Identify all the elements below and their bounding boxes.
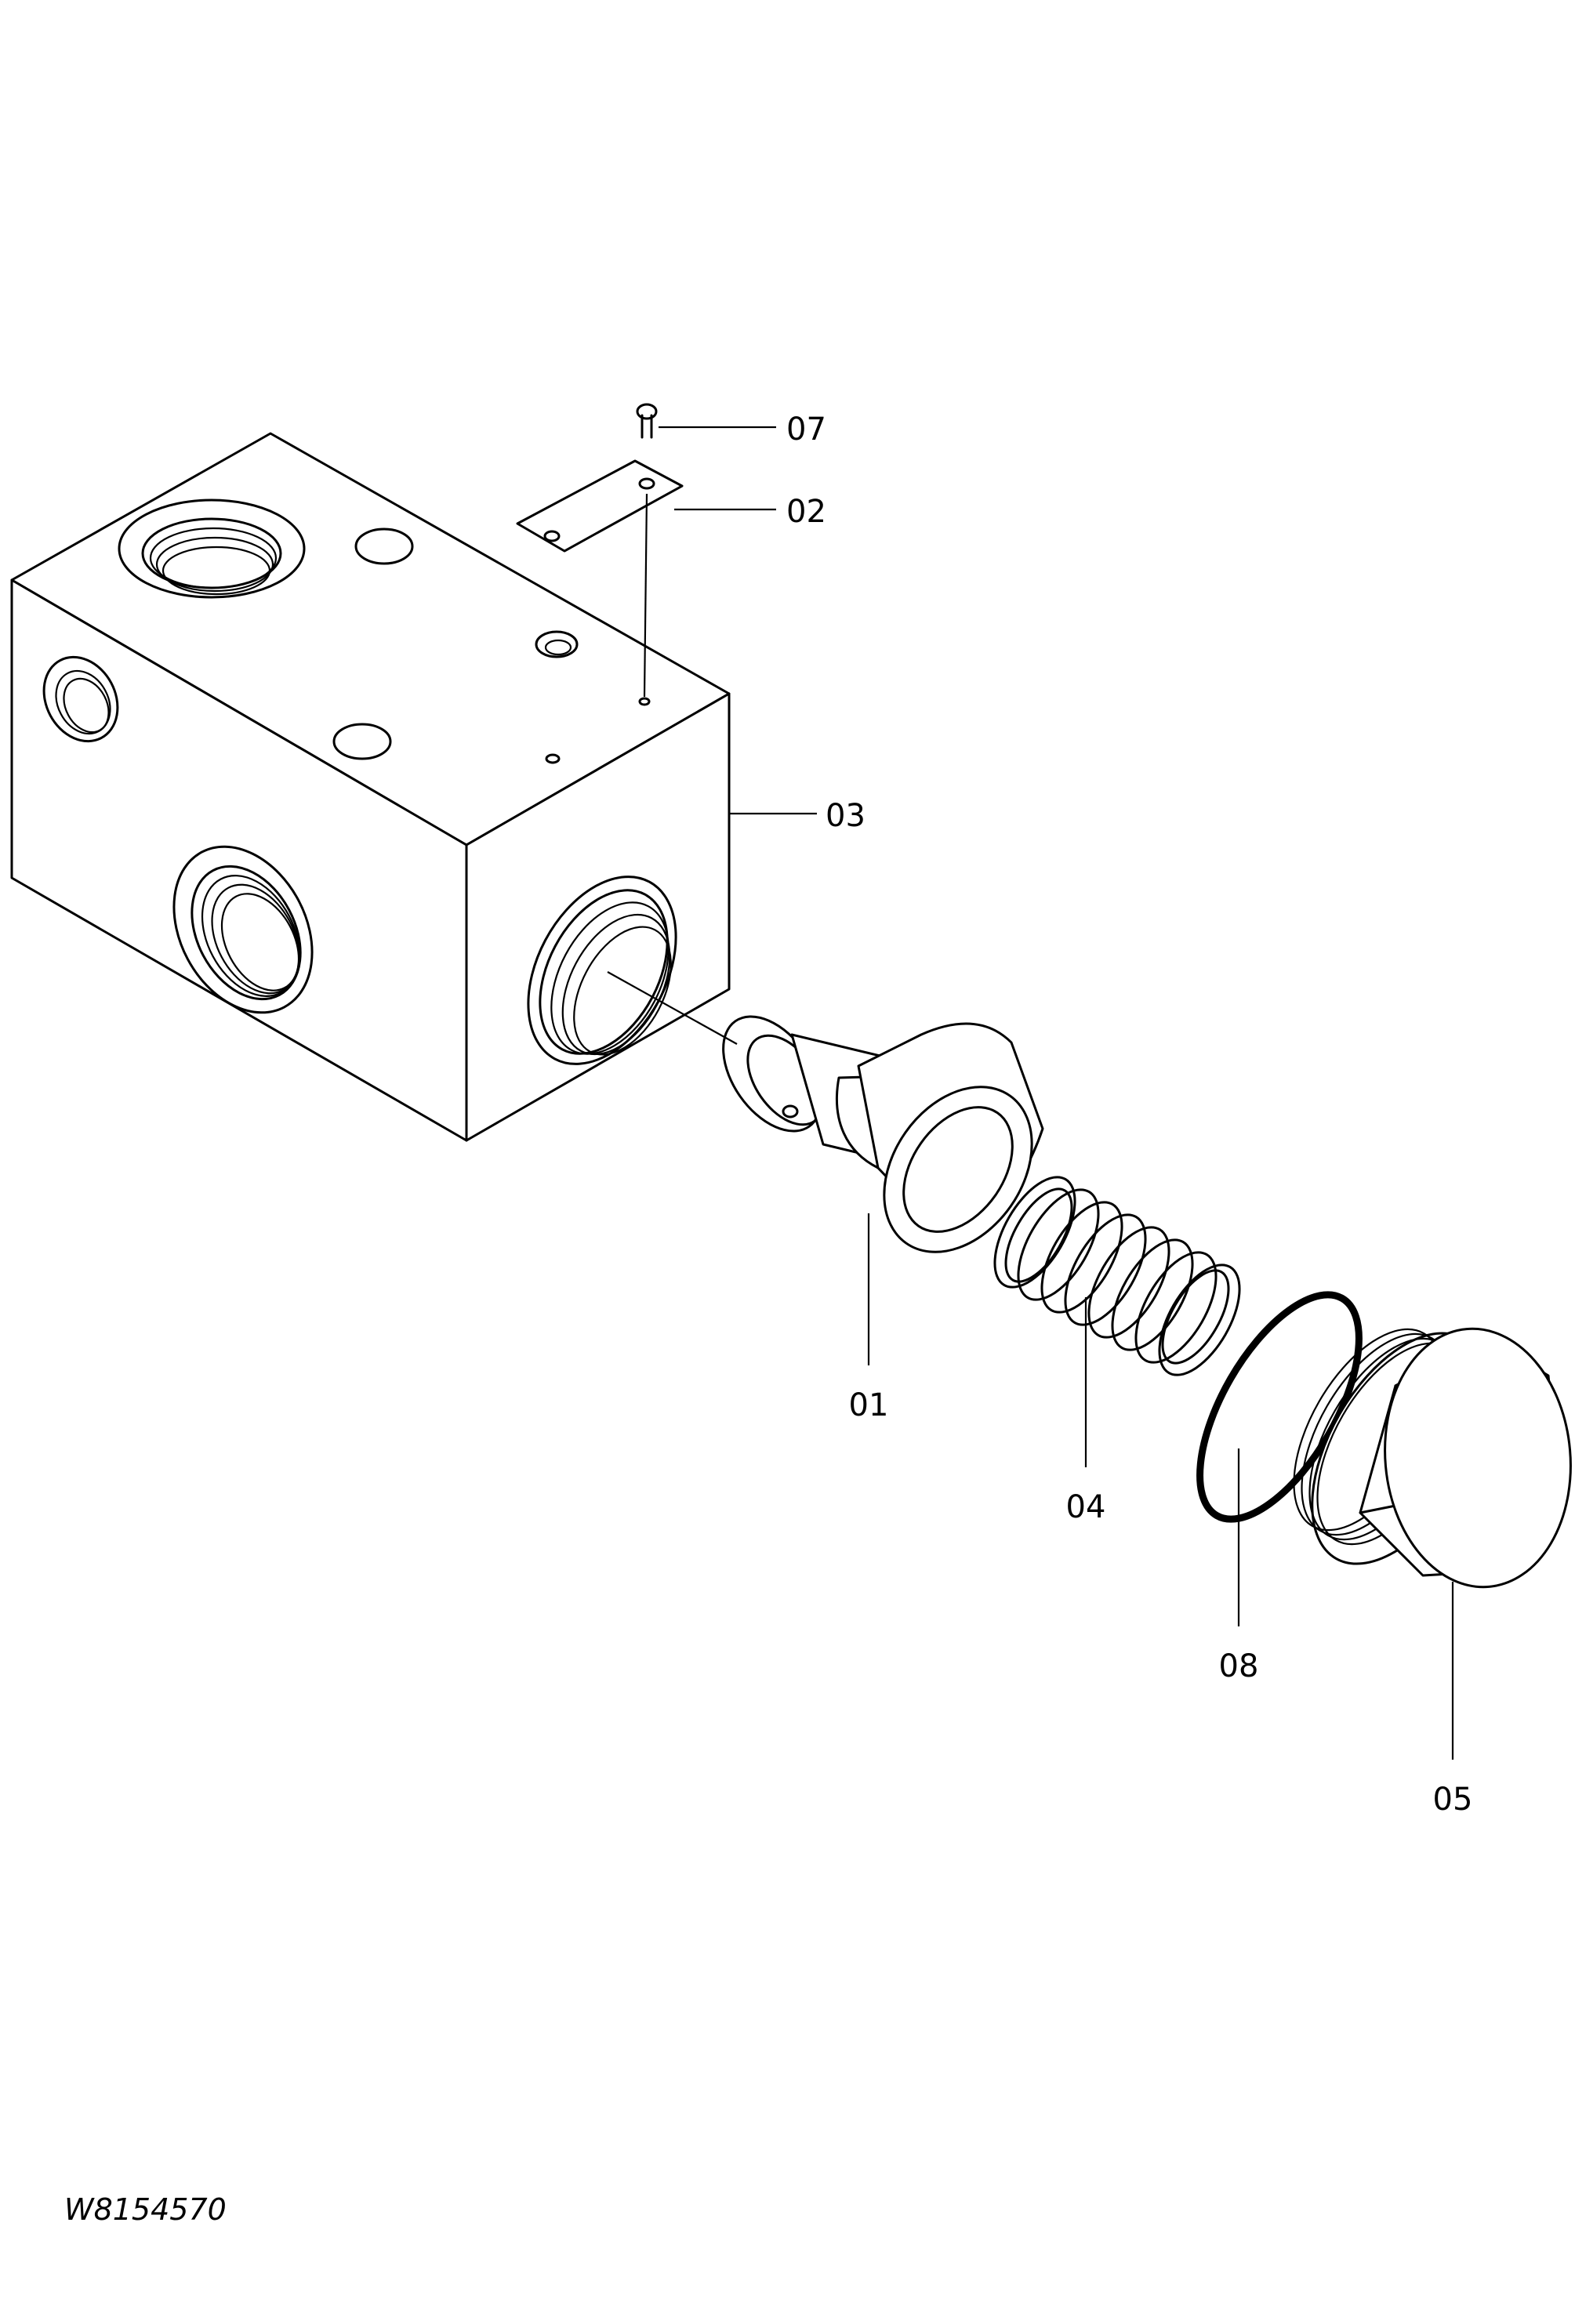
valve-body-part-03 <box>10 432 731 1142</box>
part-label-03: 03 <box>826 798 866 834</box>
poppet-part-01 <box>722 1015 1044 1253</box>
drive-screw-part-07 <box>636 403 658 439</box>
drawing-code: W8154570 <box>64 2192 227 2227</box>
top-threaded-port <box>118 499 306 599</box>
left-side-port <box>42 655 119 743</box>
leader-lines <box>659 426 1454 1760</box>
part-label-05: 05 <box>1433 1782 1473 1818</box>
part-label-04: 04 <box>1066 1489 1106 1525</box>
assembly-line-plate <box>643 493 648 698</box>
assembly-line-bore <box>607 971 738 1045</box>
part-label-02: 02 <box>786 494 826 530</box>
top-small-port-2 <box>332 723 392 760</box>
top-tapped-hole <box>535 630 579 658</box>
top-small-port <box>354 528 414 565</box>
nameplate-part-02 <box>516 459 684 553</box>
part-label-08: 08 <box>1219 1648 1259 1684</box>
spring-part-04 <box>993 1176 1241 1376</box>
top-pin-hole <box>545 753 561 764</box>
plug-part-05 <box>1293 1327 1572 1589</box>
part-label-01: 01 <box>849 1387 889 1423</box>
plate-screw-hole <box>638 697 651 706</box>
part-label-07: 07 <box>786 412 826 448</box>
front-threaded-port <box>172 845 314 1014</box>
